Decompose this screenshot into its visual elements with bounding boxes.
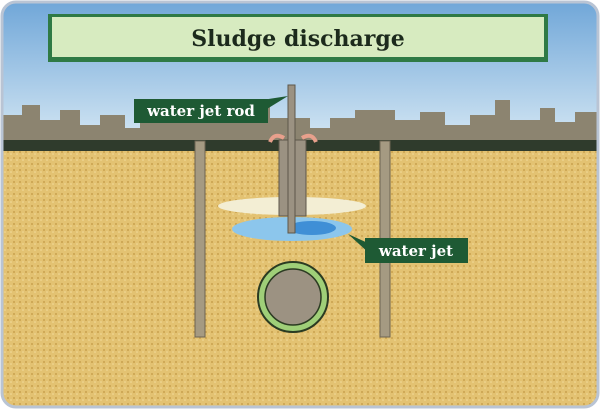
title-banner: Sludge discharge xyxy=(48,14,548,62)
city-skyline xyxy=(2,100,598,140)
water-jet-label: water jet xyxy=(348,234,468,263)
svg-text:water jet: water jet xyxy=(378,242,453,260)
title: Sludge discharge xyxy=(191,26,404,52)
sludge-spray-icon xyxy=(268,133,318,143)
water-jet-rod-label: water jet rod xyxy=(134,96,288,123)
svg-text:water jet rod: water jet rod xyxy=(146,102,255,120)
water-jet-rod xyxy=(287,84,296,234)
pipe-inner xyxy=(264,268,322,326)
water-jet-core xyxy=(288,221,336,235)
left-pile xyxy=(194,140,206,338)
